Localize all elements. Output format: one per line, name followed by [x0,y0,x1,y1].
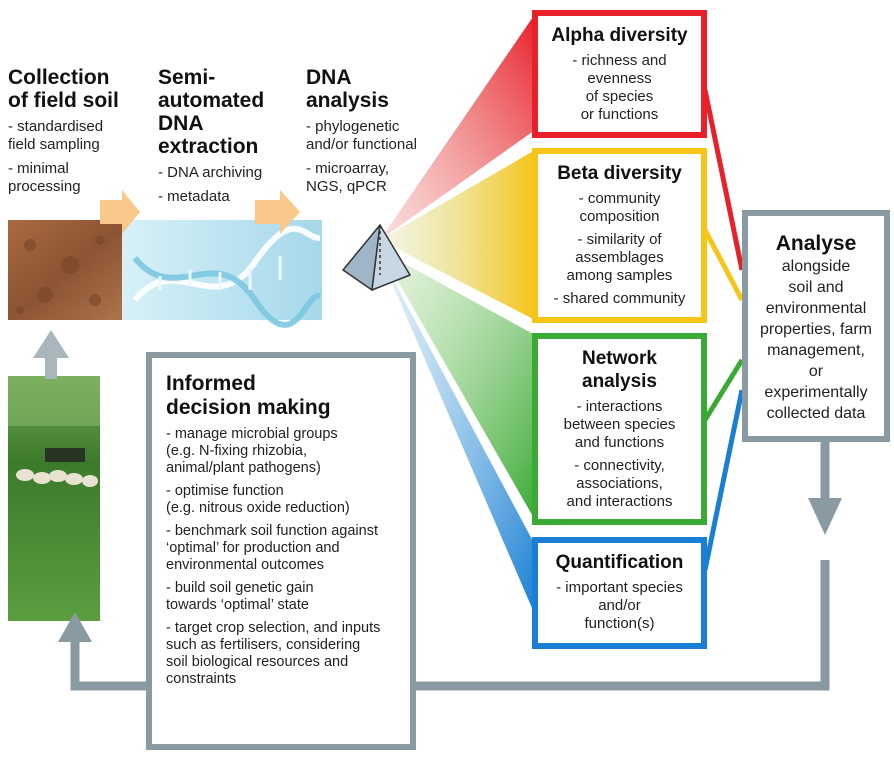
arrow-down-analyse [808,498,842,535]
arrow-up-pasture [58,612,92,642]
quantification-item: - important species and/or function(s) [556,579,683,632]
informed-decision-box: Informed decision making - manage microb… [146,352,416,750]
beta-diversity-item: - community composition [578,190,661,225]
arrow-extraction-to-analysis [255,190,300,234]
network-analysis-item: - connectivity, associations, and intera… [566,457,673,510]
quantification-box: Quantification - important species and/o… [532,537,707,649]
alpha-diversity-title: Alpha diversity [551,25,688,46]
stage-collection-title: Collection of field soil [8,66,119,112]
stage-collection-item: - minimal processing [8,160,81,195]
alpha-diversity-box: Alpha diversity - richness and evenness … [532,10,707,138]
stage-collection: Collection of field soil - standardised … [8,66,128,196]
informed-decision-item: - build soil genetic gain towards ‘optim… [166,580,314,613]
stage-extraction: Semi- automated DNA extraction - DNA arc… [158,66,288,206]
feedback-loop-connector [70,440,830,691]
network-analysis-item: - interactions between species and funct… [563,398,676,451]
network-analysis-title: Network analysis [582,348,657,392]
beta-diversity-item: - shared community [553,290,686,307]
analyse-body: alongside soil and environmental propert… [759,258,873,422]
quantification-title: Quantification [555,552,684,573]
analyse-title: Analyse [775,232,857,255]
arrow-collection-to-extraction [100,190,140,234]
network-analysis-box: Network analysis - interactions between … [532,333,707,525]
stage-dna-analysis: DNA analysis - phylogenetic and/or funct… [306,66,446,196]
beta-diversity-box: Beta diversity - community composition -… [532,148,707,323]
stage-extraction-item: - DNA archiving [158,164,263,181]
stage-collection-item: - standardised field sampling [8,118,104,153]
informed-decision-title: Informed decision making [166,372,331,419]
informed-decision-item: - target crop selection, and inputs such… [166,620,381,687]
dna-image [122,220,322,320]
analyse-box: Analyse alongside soil and environmental… [742,210,890,442]
beta-diversity-title: Beta diversity [557,163,682,184]
informed-decision-item: - benchmark soil function against ‘optim… [166,523,378,573]
stage-extraction-title: Semi- automated DNA extraction [158,66,265,158]
informed-decision-item: - optimise function (e.g. nitrous oxide … [166,483,350,516]
arrow-pasture-to-soil [33,330,69,379]
stage-dna-analysis-item: - phylogenetic and/or functional [306,118,417,153]
alpha-diversity-item: - richness and evenness of species or fu… [572,52,667,123]
pyramid-prism [342,224,411,291]
stage-dna-analysis-title: DNA analysis [306,66,389,112]
informed-decision-item: - manage microbial groups (e.g. N-fixing… [166,426,338,476]
stage-dna-analysis-item: - microarray, NGS, qPCR [306,160,390,195]
stage-extraction-item: - metadata [158,188,230,205]
beta-diversity-item: - similarity of assemblages among sample… [566,231,673,284]
